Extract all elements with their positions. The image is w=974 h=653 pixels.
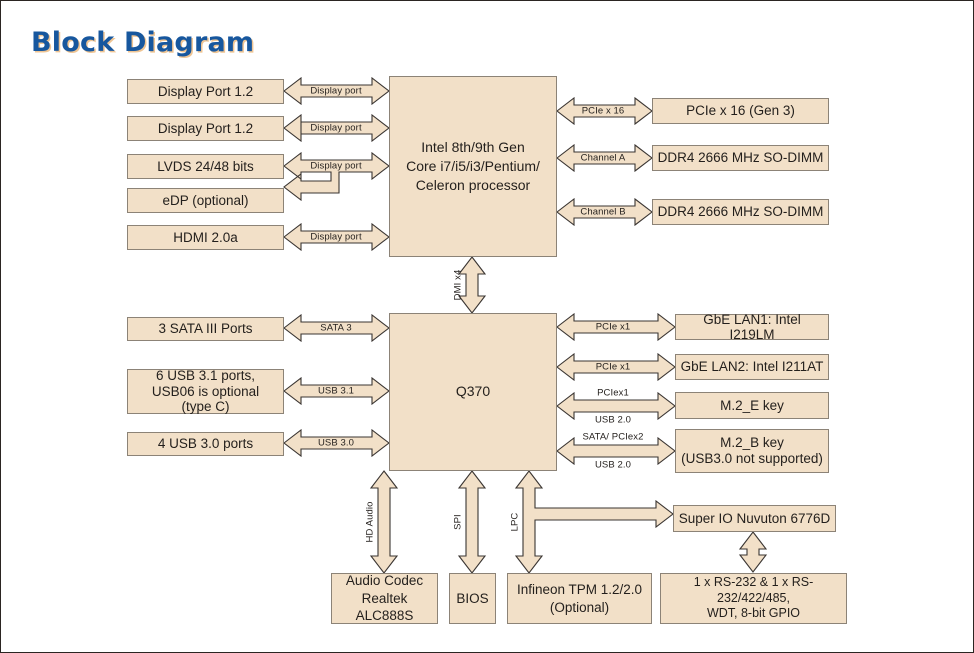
- block-display-port-1[interactable]: Display Port 1.2: [127, 79, 284, 104]
- block-display-port-2[interactable]: Display Port 1.2: [127, 116, 284, 141]
- label-lan2-pcie: PCIe x1: [595, 361, 631, 373]
- block-sata-ports[interactable]: 3 SATA III Ports: [127, 317, 284, 341]
- page-title: Block Diagram: [31, 27, 255, 58]
- connector-lpc: [514, 470, 674, 574]
- block-hdmi[interactable]: HDMI 2.0a: [127, 225, 284, 250]
- block-serial-ports[interactable]: 1 x RS-232 & 1 x RS-232/422/485, WDT, 8-…: [660, 573, 847, 624]
- block-audio-line1: Audio Codec: [345, 573, 424, 589]
- label-display-port-2: Display port: [310, 122, 362, 134]
- label-m2-b-usb: USB 2.0: [594, 459, 632, 471]
- label-m2-b-sata: SATA/ PCIex2: [582, 431, 644, 443]
- block-ddr4-channel-a[interactable]: DDR4 2666 MHz SO-DIMM: [652, 145, 829, 171]
- label-lan1-pcie: PCIe x1: [595, 321, 631, 333]
- label-display-port-1: Display port: [310, 85, 362, 97]
- block-tpm[interactable]: Infineon TPM 1.2/2.0 (Optional): [507, 573, 652, 624]
- label-pcie-x16: PCIe x 16: [581, 105, 625, 117]
- block-cpu-line2: Core i7/i5/i3/Pentium/: [406, 158, 540, 175]
- label-usb31: USB 3.1: [317, 385, 355, 397]
- block-lvds[interactable]: LVDS 24/48 bits: [127, 154, 284, 179]
- block-m2-e-key[interactable]: M.2_E key: [675, 392, 829, 419]
- block-m2-b-key[interactable]: M.2_B key (USB3.0 not supported): [675, 429, 829, 473]
- label-channel-a: Channel A: [580, 152, 626, 164]
- label-dmi-x4: DMI x4: [452, 269, 464, 301]
- block-audio-line2: Realtek ALC888S: [355, 590, 414, 624]
- block-usb30-ports[interactable]: 4 USB 3.0 ports: [127, 432, 284, 456]
- block-pcie-x16[interactable]: PCIe x 16 (Gen 3): [652, 98, 829, 124]
- label-spi: SPI: [452, 514, 464, 530]
- block-bios[interactable]: BIOS: [449, 573, 496, 624]
- block-usb31-line2: USB06 is optional: [151, 383, 260, 399]
- block-cpu-line1: Intel 8th/9th Gen: [421, 139, 525, 156]
- block-usb31-line3: (type C): [181, 399, 230, 415]
- label-usb30: USB 3.0: [317, 437, 355, 449]
- block-cpu[interactable]: Intel 8th/9th Gen Core i7/i5/i3/Pentium/…: [389, 76, 557, 257]
- label-lvds-edp: Display port: [310, 160, 362, 172]
- block-m2-b-line1: M.2_B key: [720, 434, 784, 450]
- label-lpc: LPC: [509, 512, 521, 532]
- block-audio-codec[interactable]: Audio Codec Realtek ALC888S: [331, 573, 438, 624]
- block-serial-line1: 1 x RS-232 & 1 x RS-232/422/485,: [693, 575, 814, 605]
- block-gbe-lan2[interactable]: GbE LAN2: Intel I211AT: [675, 354, 829, 380]
- block-usb31-ports[interactable]: 6 USB 3.1 ports, USB06 is optional (type…: [127, 367, 284, 415]
- block-tpm-line1: Infineon TPM 1.2/2.0: [516, 581, 643, 597]
- block-cpu-line3: Celeron processor: [415, 176, 531, 193]
- connector-superio-serial: [738, 531, 768, 573]
- block-super-io[interactable]: Super IO Nuvuton 6776D: [673, 505, 836, 532]
- block-serial-line2: WDT, 8-bit GPIO: [706, 606, 801, 621]
- label-m2-e-usb: USB 2.0: [594, 414, 632, 426]
- label-m2-e-pcie: PCIex1: [597, 387, 629, 399]
- block-pch-q370[interactable]: Q370: [389, 313, 557, 471]
- block-gbe-lan1[interactable]: GbE LAN1: Intel I219LM: [675, 312, 829, 342]
- label-channel-b: Channel B: [580, 206, 626, 218]
- block-usb31-line1: 6 USB 3.1 ports,: [155, 367, 256, 383]
- block-tpm-line2: (Optional): [549, 599, 610, 615]
- block-edp[interactable]: eDP (optional): [127, 188, 284, 213]
- block-m2-b-line2: (USB3.0 not supported): [681, 451, 823, 466]
- label-hd-audio: HD Audio: [364, 501, 376, 543]
- label-sata3: SATA 3: [320, 322, 352, 334]
- block-ddr4-channel-b[interactable]: DDR4 2666 MHz SO-DIMM: [652, 199, 829, 225]
- label-hdmi: Display port: [310, 231, 362, 243]
